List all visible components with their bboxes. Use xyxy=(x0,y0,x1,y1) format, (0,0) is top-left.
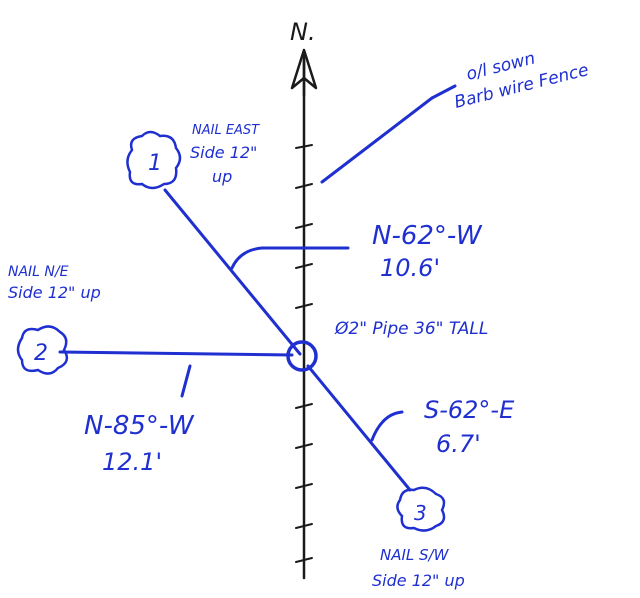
axis-tick xyxy=(295,144,313,149)
tree-1-icon xyxy=(126,130,182,190)
tree-1-note-line2: Side 12" xyxy=(190,143,257,162)
tree-1-note-line3: up xyxy=(212,167,232,186)
axis-tick xyxy=(295,523,313,529)
axis-tick xyxy=(295,263,313,269)
tree-2-note-line2: Side 12" up xyxy=(8,283,101,302)
tree-1-number: 1 xyxy=(148,151,162,176)
axis-tick xyxy=(295,443,313,449)
witness-line-2 xyxy=(58,350,294,357)
tree-3-distance: 6.7' xyxy=(436,430,481,458)
tree-3-note-line2: Side 12" up xyxy=(372,571,465,590)
bearing-leader-2 xyxy=(180,364,192,398)
center-pipe-icon xyxy=(286,340,318,372)
axis-tick xyxy=(295,483,313,489)
witness-line-3 xyxy=(306,364,412,492)
tree-3-icon xyxy=(396,486,446,532)
center-pipe-label: Ø2" Pipe 36" TALL xyxy=(334,319,488,339)
tree-2-icon xyxy=(16,325,69,375)
axis-tick xyxy=(295,403,313,409)
tree-3-number: 3 xyxy=(414,501,427,525)
tree-2-bearing: N-85°-W xyxy=(84,411,195,441)
tree-2-note-line1: NAIL N/E xyxy=(8,264,69,280)
north-label: N. xyxy=(290,18,316,46)
axis-tick xyxy=(295,183,313,189)
north-arrow-icon xyxy=(290,48,318,96)
bearing-leader-3 xyxy=(370,410,404,442)
tree-2-number: 2 xyxy=(34,341,48,366)
tree-1-note-line1: NAIL EAST xyxy=(192,123,260,138)
witness-line-1 xyxy=(163,188,302,356)
fence-leader-line xyxy=(430,84,457,100)
axis-tick xyxy=(295,303,313,309)
bearing-leader-1 xyxy=(230,246,350,270)
fence-leader-line xyxy=(320,96,434,184)
axis-ticks xyxy=(295,144,313,563)
tree-1-bearing: N-62°-W xyxy=(372,221,483,251)
axis-tick xyxy=(295,557,313,563)
tree-3-bearing: S-62°-E xyxy=(424,396,515,424)
tree-3-note-line1: NAIL S/W xyxy=(380,546,450,564)
tree-2-distance: 12.1' xyxy=(102,448,162,476)
axis-tick xyxy=(295,223,313,229)
tree-1-distance: 10.6' xyxy=(380,254,440,282)
